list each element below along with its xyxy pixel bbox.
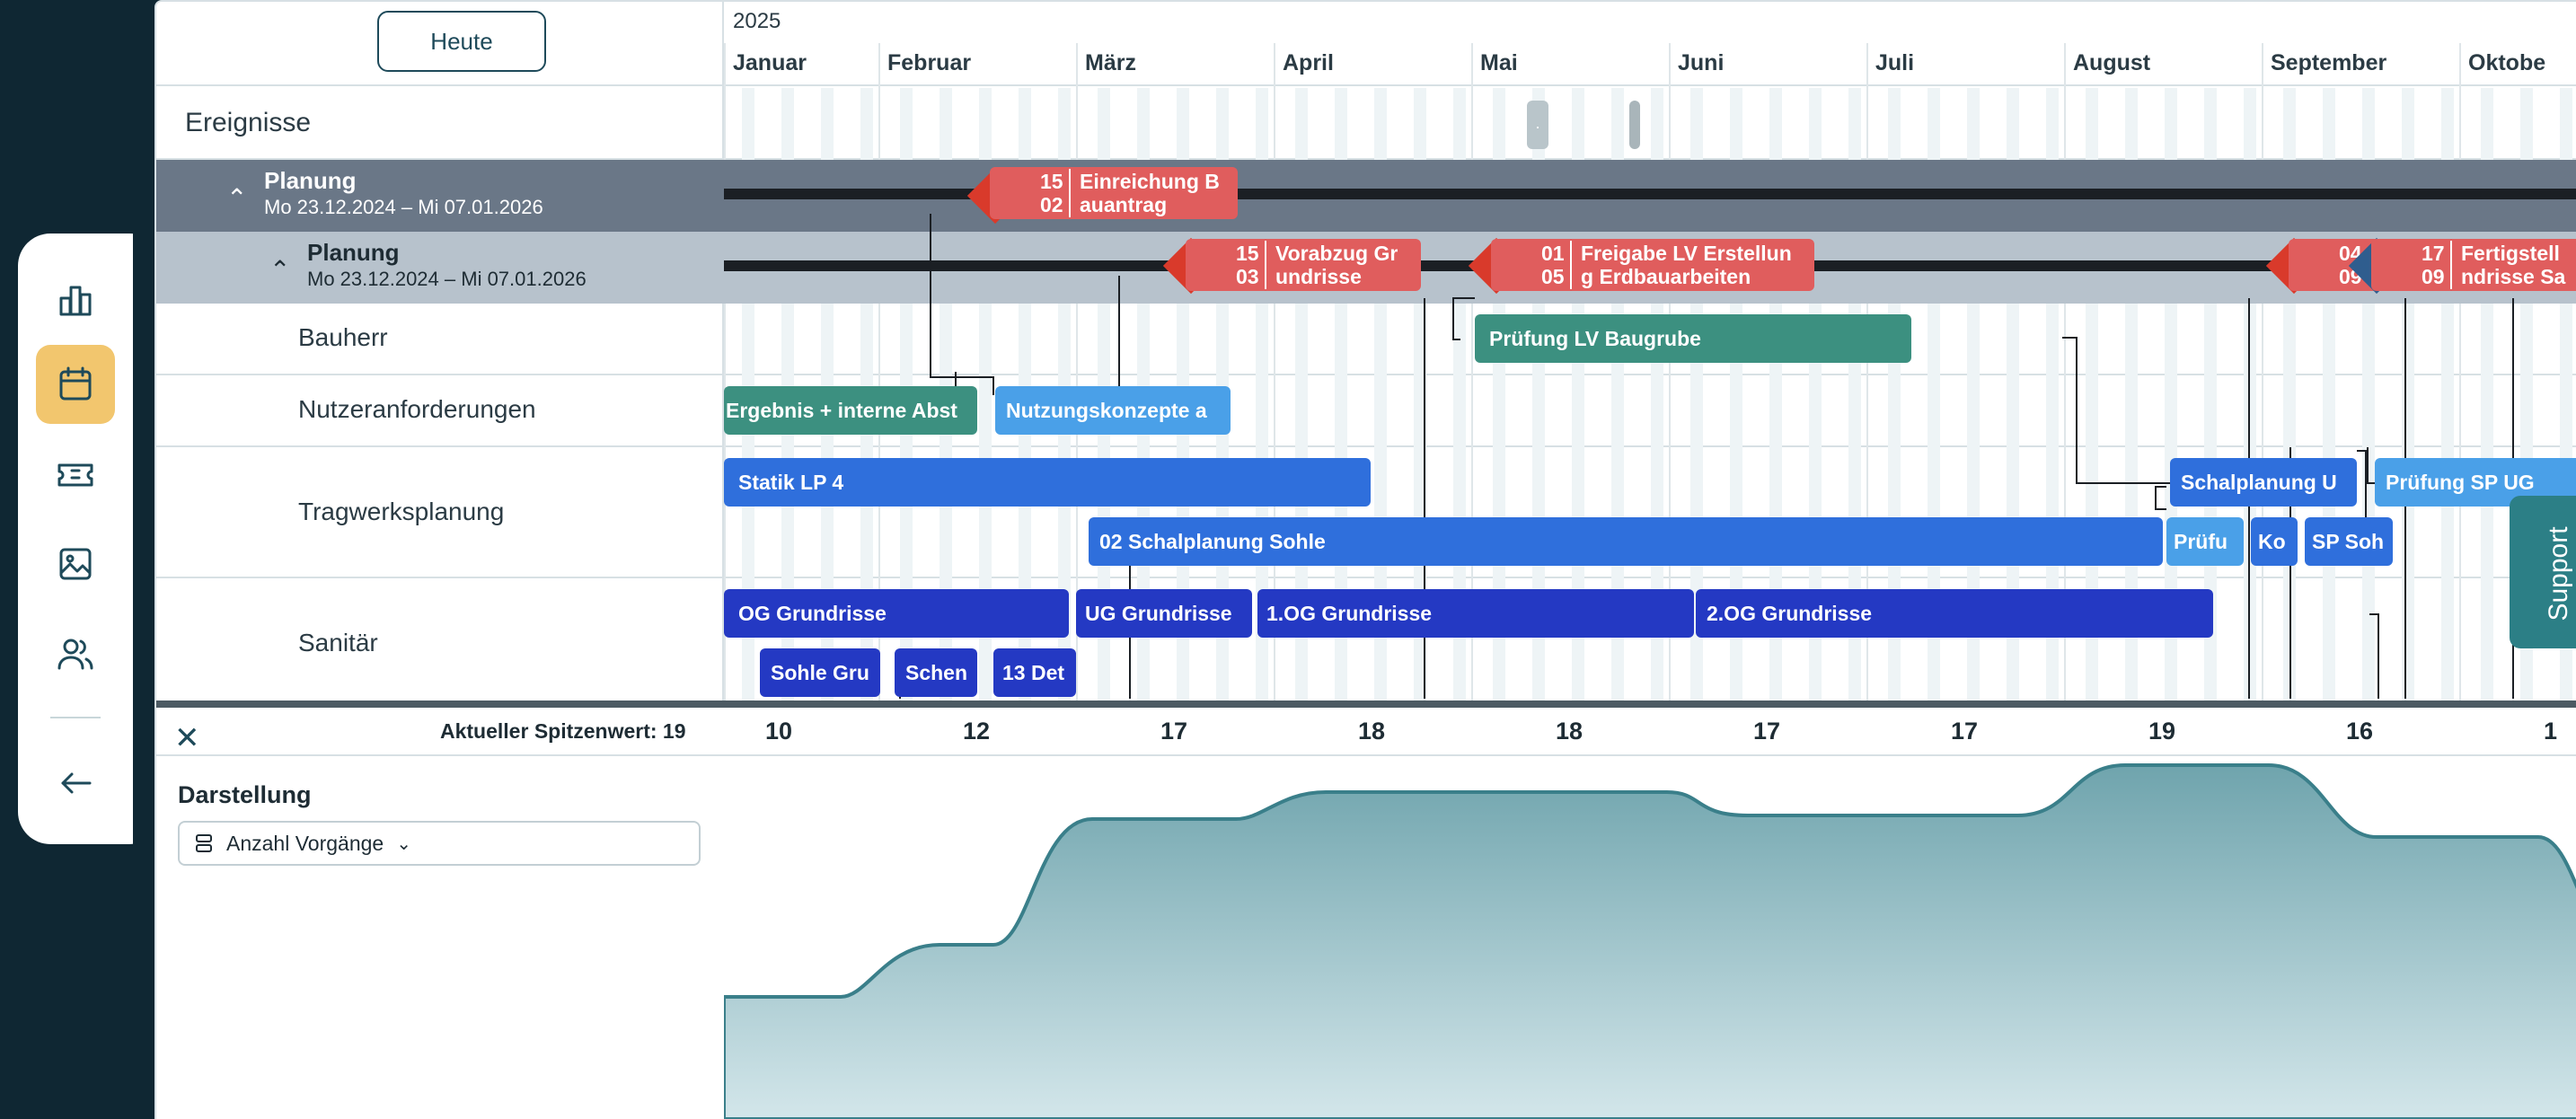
count-label: 17 (1753, 718, 1781, 745)
row-label-nutzeranforderungen: Nutzeranforderungen (298, 395, 536, 423)
month-label: Februar (887, 50, 972, 75)
display-select[interactable]: Anzahl Vorgänge ⌄ (178, 821, 701, 866)
task-schen[interactable]: Schen (895, 648, 977, 697)
peak-value: Aktueller Spitzenwert: 19 (440, 719, 686, 743)
month-label: April (1283, 50, 1334, 75)
count-label: 1 (2544, 718, 2558, 745)
group-dates: Mo 23.12.2024 – Mi 07.01.2026 (264, 196, 543, 218)
arrow-left-icon (61, 772, 92, 794)
row-divider (156, 374, 2576, 375)
count-label: 12 (963, 718, 991, 745)
month-label: Oktobe (2468, 50, 2546, 75)
panel-splitter[interactable] (156, 700, 2576, 708)
count-label: 18 (1556, 718, 1584, 745)
label-column-divider (722, 2, 724, 702)
group-title: Planung (307, 239, 400, 266)
gantt-panel: Heute Ereignisse ⌃ Planung Mo 23.12.2024… (154, 0, 2576, 1119)
group-dates: Mo 23.12.2024 – Mi 07.01.2026 (307, 268, 587, 290)
task-pruefung-sp-ug[interactable]: Prüfung SP UG (2375, 458, 2576, 507)
task-ko[interactable]: Ko (2251, 517, 2298, 566)
area-series (724, 763, 2576, 1119)
row-label-events: Ereignisse (185, 108, 312, 137)
year-label: 2025 (733, 9, 781, 33)
task-2og-grundrisse[interactable]: 2.OG Grundrisse (1696, 589, 2213, 638)
ticket-icon (57, 463, 93, 487)
nav-users[interactable] (36, 614, 115, 693)
display-label: Darstellung (178, 781, 312, 808)
month-label: August (2073, 50, 2151, 75)
row-label-tragwerksplanung: Tragwerksplanung (298, 498, 505, 525)
timeline: 2025 Januar Februar März April Mai Juni … (724, 2, 2576, 1119)
month-label: Januar (733, 50, 807, 75)
month-label: Mai (1480, 50, 1518, 75)
layers-icon (196, 834, 212, 852)
task-statik-lp4[interactable]: Statik LP 4 (724, 458, 1371, 507)
select-value: Anzahl Vorgänge (226, 831, 384, 855)
chevron-down-icon: ⌄ (396, 833, 411, 854)
row-divider (156, 754, 2576, 756)
month-label: März (1085, 50, 1136, 75)
image-icon (59, 548, 92, 580)
row-divider (156, 445, 2576, 447)
nav-images[interactable] (36, 524, 115, 604)
event-marker[interactable] (1629, 101, 1640, 149)
nav-calendar[interactable] (36, 345, 115, 424)
row-divider (156, 158, 2576, 160)
task-og-grundrisse[interactable]: OG Grundrisse (724, 589, 1069, 638)
task-sohle-grundrisse[interactable]: Sohle Gru (760, 648, 880, 697)
sidebar-divider (50, 717, 101, 718)
count-label: 16 (2346, 718, 2374, 745)
task-ergebnis[interactable]: Ergebnis + interne Abst (724, 386, 977, 435)
count-label: 17 (1160, 718, 1188, 745)
header-divider (156, 84, 2576, 86)
task-1og-grundrisse[interactable]: 1.OG Grundrisse (1257, 589, 1694, 638)
calendar-icon (59, 366, 92, 401)
month-label: September (2271, 50, 2387, 75)
task-pruefung-lv-baugrube[interactable]: Prüfung LV Baugrube (1475, 314, 1911, 363)
task-13-det[interactable]: 13 Det (993, 648, 1076, 697)
row-label-sanitaer: Sanitär (298, 629, 378, 656)
count-label: 18 (1358, 718, 1386, 745)
group-title: Planung (264, 167, 357, 194)
event-marker[interactable]: . (1527, 101, 1548, 149)
nav-tickets[interactable] (36, 435, 115, 514)
task-sp-sohle[interactable]: SP Soh (2305, 517, 2393, 566)
bar-chart-icon (59, 286, 92, 316)
gutter (133, 0, 154, 1117)
count-label: 10 (765, 718, 793, 745)
count-label: 19 (2148, 718, 2176, 745)
task-ug-grundrisse[interactable]: UG Grundrisse (1076, 589, 1252, 638)
milestone-freigabe-lv[interactable]: 01 05 Freigabe LV Erstellun g Erdbauarbe… (1491, 239, 1814, 291)
nav-dashboard[interactable] (36, 260, 115, 339)
milestone-einreichung[interactable]: 15 02 Einreichung B auantrag (990, 167, 1238, 219)
close-icon[interactable]: ✕ (174, 721, 200, 755)
month-label: Juni (1678, 50, 1725, 75)
task-schalplanung-sohle[interactable]: 02 Schalplanung Sohle (1089, 517, 2163, 566)
milestone-fertigstellung[interactable]: 17 09 Fertigstell ndrisse Sa (2371, 239, 2576, 291)
month-label: Juli (1875, 50, 1915, 75)
milestone-vorabzug[interactable]: 15 03 Vorabzug Gr undrisse (1186, 239, 1421, 291)
row-label-bauherr: Bauherr (298, 323, 388, 351)
nav-back[interactable] (36, 744, 115, 823)
count-label: 17 (1951, 718, 1979, 745)
chevron-up-icon[interactable]: ⌃ (269, 256, 291, 284)
task-schalplanung-ug[interactable]: Schalplanung U (2170, 458, 2357, 507)
workload-area-chart (724, 763, 2576, 1119)
chevron-up-icon[interactable]: ⌃ (226, 184, 248, 212)
row-divider (156, 577, 2576, 578)
today-button[interactable]: Heute (377, 11, 546, 72)
users-icon (57, 639, 93, 670)
support-tab[interactable]: Support (2510, 496, 2576, 648)
task-nutzungskonzepte[interactable]: Nutzungskonzepte a (995, 386, 1231, 435)
task-pruefu[interactable]: Prüfu (2166, 517, 2244, 566)
